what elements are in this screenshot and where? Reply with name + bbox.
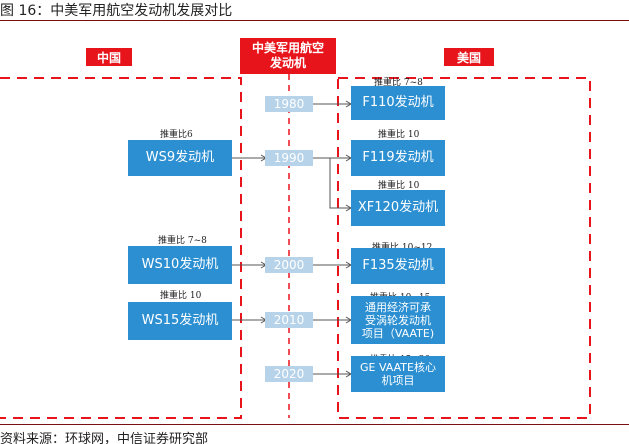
year-1990: 1990 — [265, 150, 313, 166]
ge-vaate-engine: GE VAATE核心 机项目 — [351, 356, 445, 392]
ws15-engine: WS15发动机 — [128, 302, 232, 340]
usa-frame — [337, 77, 591, 419]
top-rule — [0, 20, 629, 21]
conn-1990-xf120 — [329, 158, 350, 209]
ws9-engine: WS9发动机 — [128, 140, 232, 176]
bottom-rule — [0, 424, 629, 425]
figure-source: 资料来源：环球网，中信证券研究部 — [0, 432, 209, 444]
ws10-ratio: 推重比 7~8 — [158, 236, 207, 246]
ws10-engine: WS10发动机 — [128, 246, 232, 284]
year-2020: 2020 — [265, 366, 313, 382]
xf120-engine: XF120发动机 — [351, 190, 445, 226]
year-2010: 2010 — [265, 312, 313, 328]
figure-title: 图 16：中美军用航空发动机发展对比 — [0, 3, 233, 19]
year-2000: 2000 — [265, 257, 313, 273]
center-label: 中美军用航空 发动机 — [240, 38, 336, 74]
china-label: 中国 — [86, 48, 132, 66]
f110-engine: F110发动机 — [351, 86, 445, 120]
f110-ratio: 推重比 7~8 — [374, 78, 423, 88]
f135-engine: F135发动机 — [351, 248, 445, 284]
ws15-ratio: 推重比 10 — [160, 291, 202, 301]
vaate-engine: 通用经济可承 受涡轮发动机 项目（VAATE) — [351, 296, 445, 344]
f119-engine: F119发动机 — [351, 140, 445, 176]
china-frame — [0, 77, 242, 419]
f119-ratio: 推重比 10 — [378, 130, 420, 140]
xf120-ratio: 推重比 10 — [378, 181, 420, 191]
year-1980: 1980 — [265, 96, 313, 112]
ws9-ratio: 推重比6 — [160, 130, 193, 140]
usa-label: 美国 — [444, 48, 494, 66]
